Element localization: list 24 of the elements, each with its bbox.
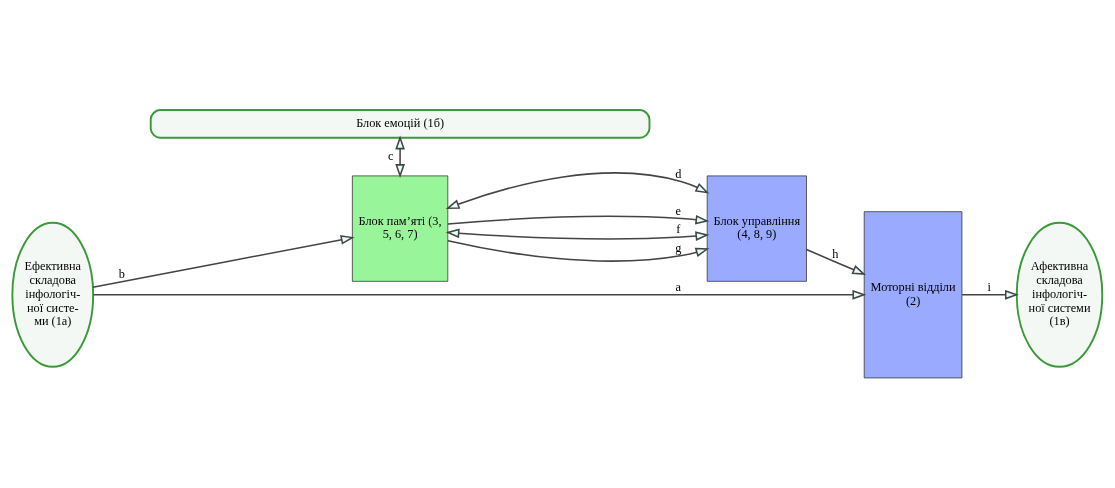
edge-label: h xyxy=(832,246,839,261)
edge-label: c xyxy=(388,148,394,163)
arrow xyxy=(961,289,1019,300)
edge-label: i xyxy=(987,279,991,294)
edge-label: e xyxy=(675,203,682,218)
node-ellipse: Ефективна складова інфологіч- ної систе- ми (1а) xyxy=(11,221,95,368)
edge-label: f xyxy=(676,222,681,237)
arrow xyxy=(395,135,405,178)
node-box: Блок управління (4, 8, 9) xyxy=(706,175,807,282)
node-box: Блок пам’яті (3, 5, 6, 7) xyxy=(352,175,449,282)
arrow xyxy=(445,228,710,241)
edge-label: d xyxy=(675,166,682,181)
node-box: Блок емоцій (1б) xyxy=(149,109,651,139)
arrow xyxy=(447,214,710,225)
edge-label: a xyxy=(675,279,682,294)
arrow xyxy=(445,172,710,209)
arrow xyxy=(92,235,355,289)
arrow xyxy=(447,240,710,262)
edge-label: b xyxy=(118,266,125,281)
arrow xyxy=(92,289,867,300)
node-box: Моторні відділи (2) xyxy=(863,211,963,379)
node-ellipse: Афективна складова інфологіч- ної системи (1в) xyxy=(1015,221,1104,368)
edge-label: g xyxy=(675,240,682,255)
arrow xyxy=(805,248,867,275)
